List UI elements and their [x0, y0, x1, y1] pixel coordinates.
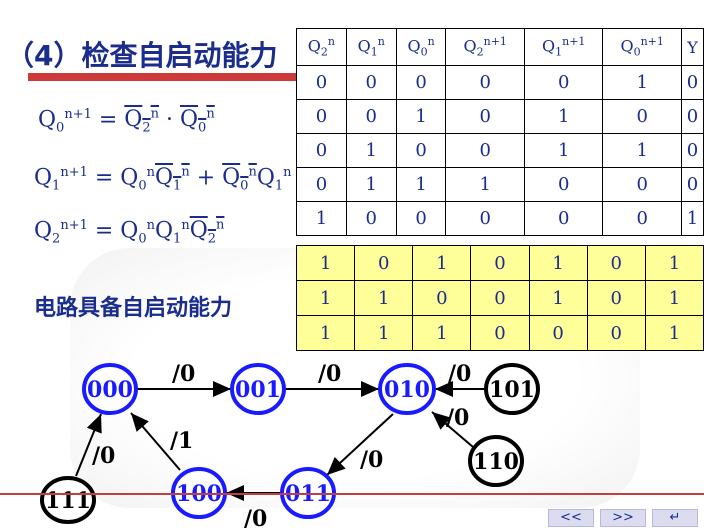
next-slide-button[interactable]: >>	[600, 509, 646, 527]
column-header-0: Q2n	[296, 28, 347, 66]
edge-label-101-010: /0	[448, 361, 471, 387]
table-cell: 1	[445, 167, 525, 202]
extra-table-cell: 0	[528, 315, 588, 351]
table-cell: 0	[602, 201, 682, 236]
equation-q0: Q0n+1 = Q2n · Q0n	[38, 107, 215, 136]
extra-table-cell: 0	[586, 280, 646, 316]
title-underline	[28, 73, 328, 81]
edge-110-010	[431, 411, 474, 448]
column-header-4: Q1n+1	[523, 28, 604, 66]
table-cell: 0	[395, 201, 447, 236]
table-cell: 0	[445, 65, 525, 100]
state-010: 010	[378, 363, 436, 415]
state-111: 111	[40, 476, 96, 524]
edge-label-110-010: /0	[446, 405, 469, 431]
prev-slide-button[interactable]: <<	[548, 509, 594, 527]
edge-label-000-001: /0	[172, 361, 195, 387]
extra-table-cell: 1	[644, 280, 704, 316]
extra-table-cell: 1	[644, 245, 704, 281]
extra-table-cell: 0	[412, 280, 472, 316]
extra-table-cell: 0	[354, 245, 414, 281]
state-001-label: 001	[235, 377, 281, 403]
equation-q1: Q1n+1 = Q0nQ1n + Q0nQ1n	[34, 165, 292, 194]
table-cell: 1	[602, 133, 682, 168]
table-cell: 1	[395, 167, 447, 202]
table-cell: 0	[445, 201, 525, 236]
edge-label-010-011: /0	[360, 447, 383, 473]
table-cell: 0	[296, 99, 347, 134]
edge-label-001-010: /0	[318, 361, 341, 387]
extra-table-cell: 1	[412, 315, 472, 351]
table-cell: 0	[523, 65, 604, 100]
state-000-label: 000	[87, 377, 133, 403]
state-000: 000	[82, 363, 138, 415]
table-cell: 0	[523, 167, 604, 202]
state-111-label: 111	[45, 488, 91, 514]
edge-111-000	[75, 413, 102, 477]
equation-q2: Q2n+1 = Q0nQ1nQ2n	[34, 218, 225, 247]
table-cell: 0	[296, 65, 347, 100]
state-110-label: 110	[473, 449, 519, 475]
extra-table-cell: 1	[354, 315, 414, 351]
state-110: 110	[468, 435, 524, 487]
table-cell: 1	[680, 201, 704, 236]
return-button[interactable]: ↵	[652, 509, 698, 527]
table-cell: 1	[395, 99, 447, 134]
table-cell: 0	[296, 167, 347, 202]
edge-label-111-000: /0	[92, 443, 115, 469]
extra-table-cell: 0	[586, 315, 646, 351]
table-cell: 0	[602, 99, 682, 134]
edge-label-011-100: /0	[244, 506, 267, 530]
edge-100-000	[130, 412, 181, 471]
state-101-label: 101	[489, 377, 535, 403]
edge-010-011	[326, 413, 394, 476]
table-cell: 1	[296, 201, 347, 236]
extra-table-cell: 1	[528, 280, 588, 316]
state-101: 101	[484, 363, 540, 415]
extra-table-cell: 1	[644, 315, 704, 351]
extra-table-cell: 0	[586, 245, 646, 281]
extra-table-cell: 1	[295, 315, 356, 351]
extra-table-cell: 1	[354, 280, 414, 316]
column-header-3: Q2n+1	[445, 28, 525, 66]
extra-table-cell: 1	[412, 245, 472, 281]
column-header-1: Q1n	[345, 28, 397, 66]
footer-rule	[0, 493, 704, 495]
table-cell: 1	[602, 65, 682, 100]
self-start-note: 电路具备自启动能力	[34, 296, 233, 321]
state-010-label: 010	[384, 377, 430, 403]
edge-label-100-000: /1	[170, 428, 193, 454]
extra-table-cell: 1	[295, 245, 356, 281]
table-cell: 0	[445, 99, 525, 134]
table-cell: 1	[345, 133, 397, 168]
state-001: 001	[230, 363, 286, 415]
table-cell: 0	[602, 167, 682, 202]
page-title: （4）检查自启动能力	[6, 39, 278, 72]
table-cell: 0	[523, 201, 604, 236]
